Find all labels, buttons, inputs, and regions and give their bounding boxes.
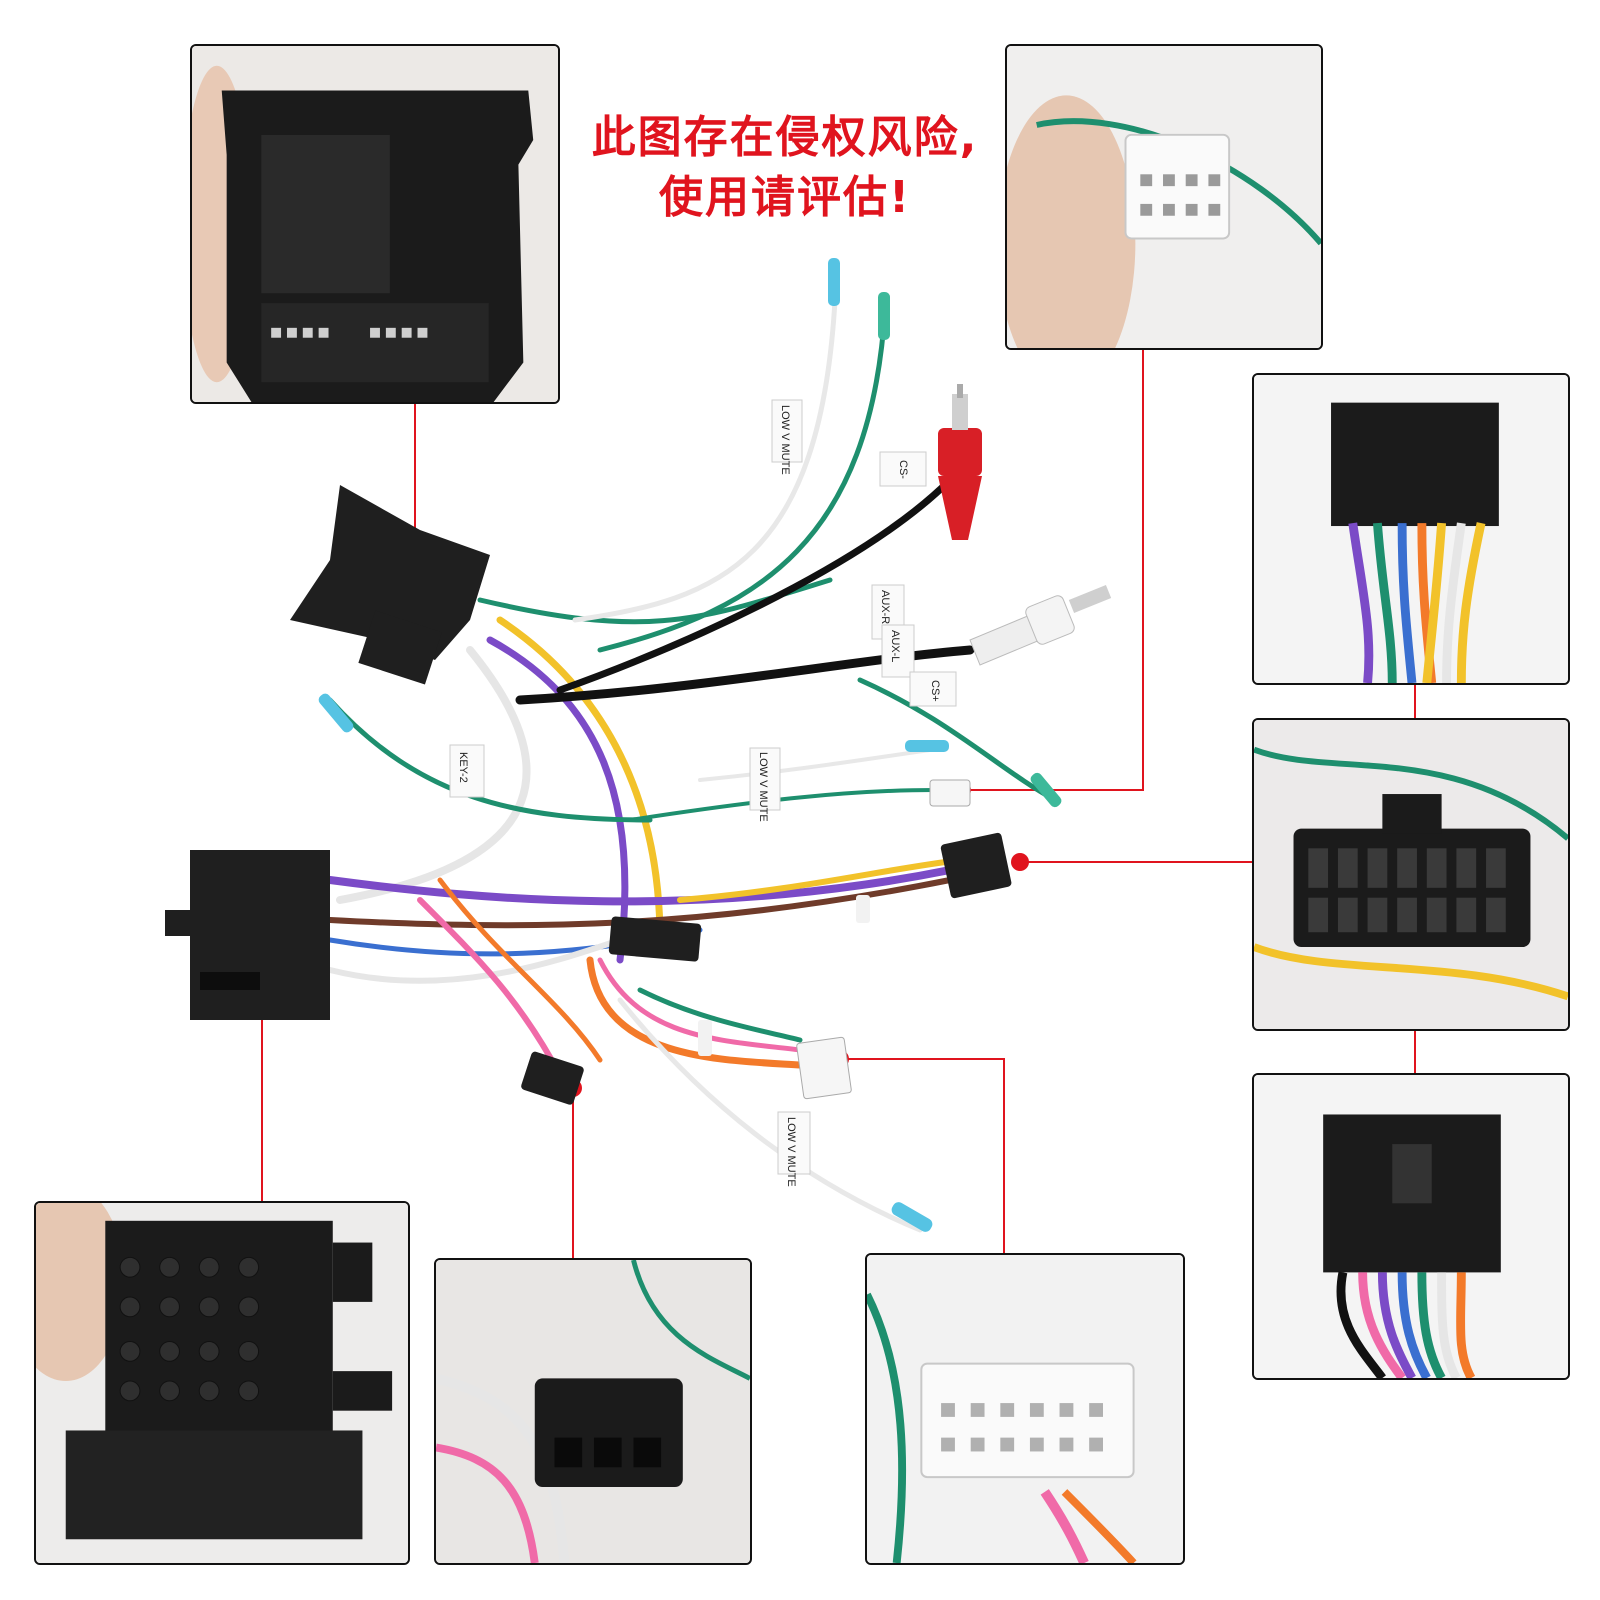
warning-line-2: 使用请评估!	[658, 172, 912, 223]
iso-connector	[165, 850, 330, 1020]
warning-line-1: 此图存在侵权风险,	[591, 112, 979, 163]
wire-tag-cs-minus: CS-	[897, 460, 909, 479]
detail-iso-connector	[34, 1201, 410, 1565]
detail-quadlock-connector	[190, 44, 560, 404]
wire-tag-low-v-mute-1: LOW V MUTE	[779, 405, 791, 475]
wire-tag-aux-l: AUX-L	[889, 630, 901, 662]
detail-white-connector-large	[865, 1253, 1185, 1565]
wire-tips	[318, 258, 1062, 1232]
callout-lines	[261, 344, 1416, 1258]
detail-small-black-connector	[434, 1258, 752, 1565]
copyright-warning: 此图存在侵权风险, 使用请评估!	[565, 108, 1005, 228]
small-connectors	[521, 832, 1012, 1105]
detail-black-connector-bottom	[1252, 1073, 1570, 1380]
wire-tags: LOW V MUTE CS- AUX-R AUX-L CS+ KEY-2 LOW…	[449, 399, 957, 1187]
quadlock-connector	[290, 485, 490, 685]
detail-white-connector-small	[1005, 44, 1323, 350]
rca-plug-white	[969, 585, 1112, 666]
wire-tag-aux-r: AUX-R	[879, 590, 891, 624]
cable-ties	[698, 895, 870, 1056]
rca-plug-red	[938, 384, 982, 540]
detail-black-connector-top	[1252, 373, 1570, 685]
wire-tag-low-v-mute-2: LOW V MUTE	[757, 752, 769, 822]
wire-tag-low-v-mute-3: LOW V MUTE	[785, 1117, 797, 1187]
wire-tag-key2: KEY-2	[457, 752, 469, 783]
wire-tag-cs-plus: CS+	[929, 680, 941, 702]
detail-black-connector-16pin	[1252, 718, 1570, 1031]
white-connectors	[796, 779, 971, 1100]
